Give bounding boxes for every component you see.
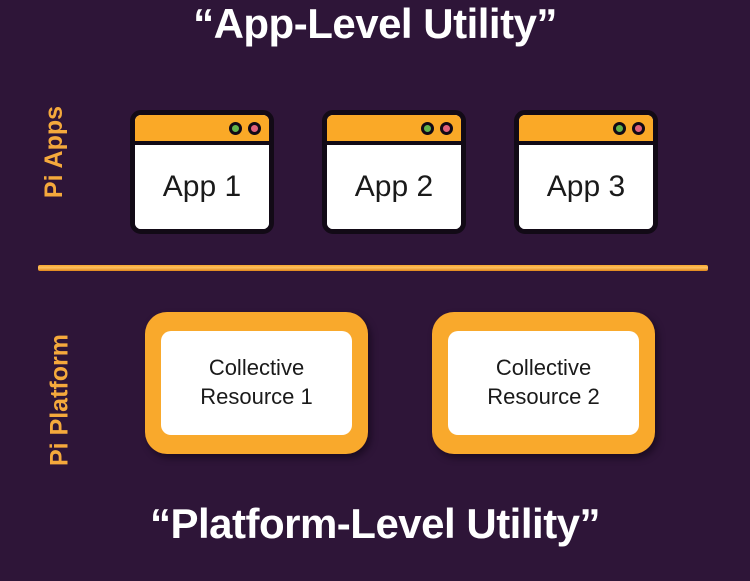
window-minimize-dot-icon[interactable] (613, 121, 626, 135)
window-close-dot-icon[interactable] (440, 121, 453, 135)
side-label-pi-platform: Pi Platform (45, 334, 74, 466)
app-window-body: App 2 (327, 145, 461, 229)
collective-resource-label: Collective Resource 1 (200, 355, 313, 409)
app-window-body: App 3 (519, 145, 653, 229)
window-close-dot-icon[interactable] (632, 121, 645, 135)
app-window-3[interactable]: App 3 (514, 110, 658, 234)
app-windows-row: App 1 App 2 App 3 (130, 110, 658, 234)
collective-resource-label: Collective Resource 2 (487, 355, 600, 409)
collective-resource-1[interactable]: Collective Resource 1 (145, 312, 368, 454)
collective-resources-row: Collective Resource 1 Collective Resourc… (145, 312, 655, 454)
bottom-section-title: “Platform-Level Utility” (149, 500, 601, 547)
app-window-label: App 3 (546, 170, 626, 203)
app-window-titlebar (135, 115, 269, 145)
window-minimize-dot-icon[interactable] (421, 121, 434, 135)
app-window-1[interactable]: App 1 (130, 110, 274, 234)
section-divider (38, 265, 708, 271)
app-window-body: App 1 (135, 145, 269, 229)
side-label-pi-apps: Pi Apps (40, 105, 68, 199)
collective-resource-inner: Collective Resource 2 (448, 331, 639, 435)
app-window-label: App 2 (354, 170, 434, 203)
window-minimize-dot-icon[interactable] (229, 121, 242, 135)
app-window-label: App 1 (162, 170, 242, 203)
window-close-dot-icon[interactable] (248, 121, 261, 135)
collective-resource-2[interactable]: Collective Resource 2 (432, 312, 655, 454)
app-window-titlebar (519, 115, 653, 145)
app-window-2[interactable]: App 2 (322, 110, 466, 234)
collective-resource-inner: Collective Resource 1 (161, 331, 352, 435)
top-section-title: “App-Level Utility” (193, 0, 557, 47)
app-window-titlebar (327, 115, 461, 145)
